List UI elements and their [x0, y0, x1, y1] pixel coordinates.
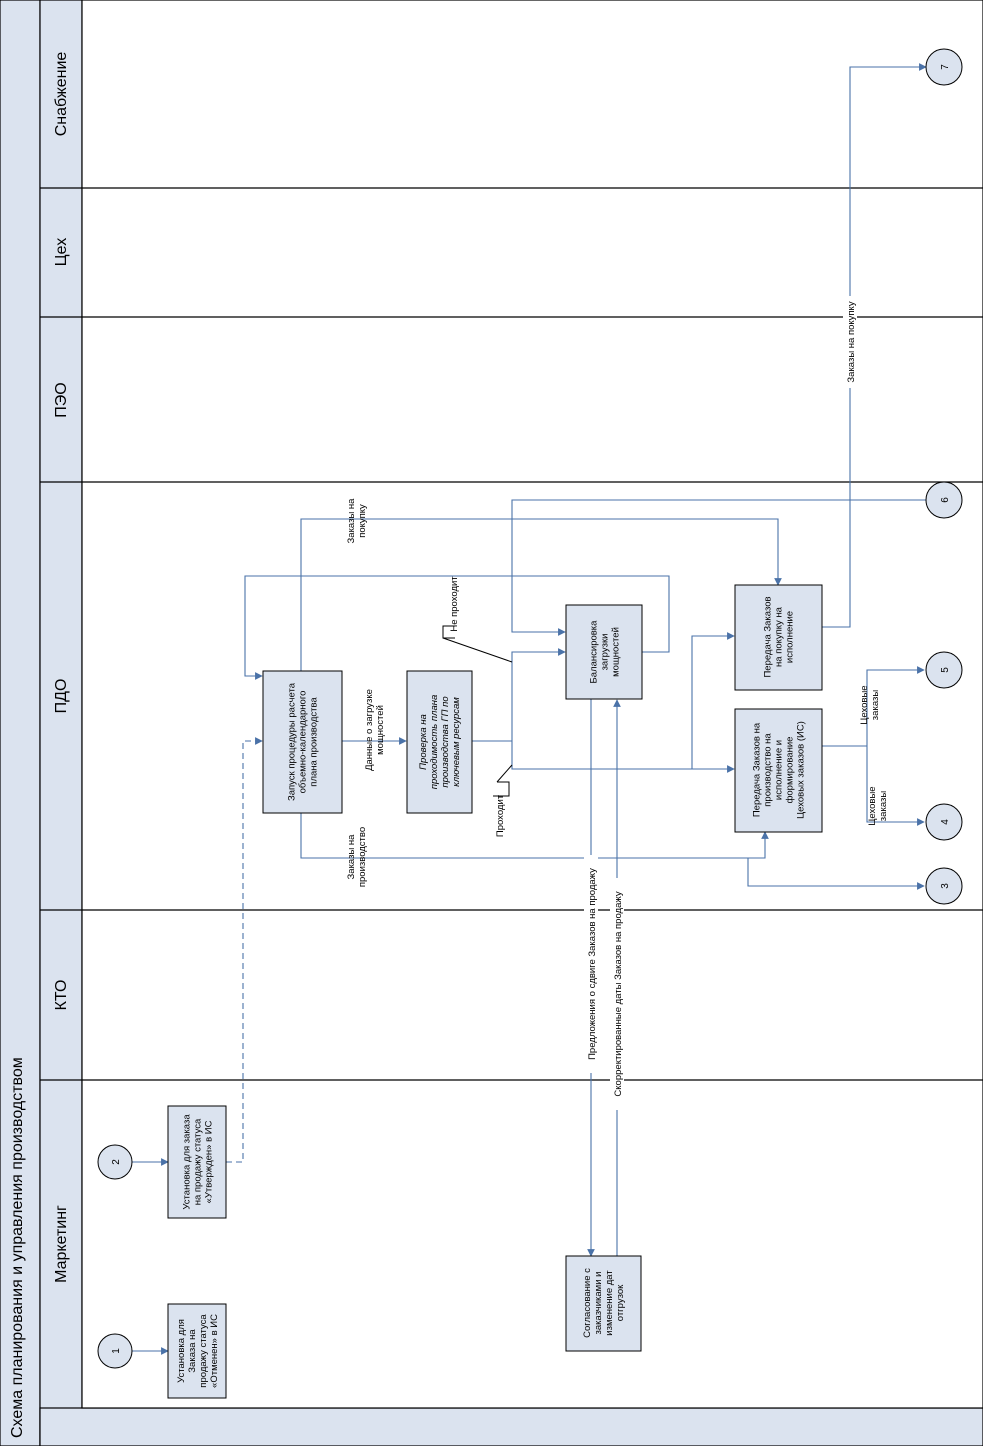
- connector-7: 7: [925, 48, 963, 86]
- decision-line: [496, 764, 513, 783]
- connector-2-label: 2: [111, 1159, 122, 1165]
- box-balance-load-text: Балансировказагрузкимощностей: [589, 620, 622, 684]
- label-purchase-orders-long: Заказы на покупку: [846, 301, 857, 382]
- box-production-transfer-text: Передача Заказов напроизводство наисполн…: [752, 721, 807, 819]
- box-approve-status-text: Установка для заказана продажу статуса«У…: [182, 1114, 215, 1210]
- connector-4-label: 4: [940, 819, 951, 825]
- box-check-plan: [406, 670, 473, 814]
- diagram-canvas: [81, 0, 983, 1409]
- flow-pass: [511, 741, 735, 773]
- connector-2: 2: [97, 1144, 133, 1180]
- lane-label-supply: Снабжение: [53, 52, 70, 137]
- label-production-orders: Заказы напроизводство: [346, 827, 368, 887]
- flow-c6-to-balance: [511, 499, 926, 636]
- box-cancel-status: [167, 1303, 227, 1399]
- box-production-transfer: [734, 708, 823, 833]
- box-launch-plan-text: Запуск процедуры расчетаобъемно-календар…: [287, 682, 320, 801]
- connector-5-label: 5: [940, 667, 951, 673]
- connector-7-label: 7: [940, 64, 951, 70]
- box-launch-plan: [262, 670, 343, 814]
- lane-label-marketing: Маркетинг: [53, 1205, 70, 1283]
- box-check-plan-text: Проверка напроходимость планапроизводств…: [418, 695, 462, 790]
- connector-1: 1: [97, 1333, 133, 1369]
- lane-header-column: [39, 0, 83, 1446]
- connector-1-label: 1: [111, 1348, 122, 1354]
- connector-4: 4: [925, 803, 963, 841]
- box-agree-customers-text: Согласование сзаказчиками иизменение дат…: [582, 1268, 626, 1338]
- flow-not-pass: [511, 648, 566, 741]
- lane-label-pdo: ПДО: [53, 679, 70, 714]
- label-proposals: Предложения о сдвиге Заказов на продажу: [587, 868, 598, 1060]
- connector-3: 3: [925, 867, 963, 905]
- flow-to-c5: [866, 666, 925, 746]
- label-not-pass: Не проходит: [449, 576, 460, 632]
- flow-launch-to-production: [300, 813, 769, 859]
- label-corrected: Скорректированные даты Заказов на продаж…: [613, 891, 624, 1096]
- label-shop-orders-1: Цеховыезаказы: [859, 685, 881, 724]
- flow-launch-to-purchase: [300, 518, 782, 671]
- box-cancel-status-text: Установка дляЗаказа напродажу статуса«От…: [176, 1314, 220, 1388]
- label-pass: Проходит: [495, 794, 506, 837]
- connector-3-label: 3: [940, 883, 951, 889]
- connector-5: 5: [925, 651, 963, 689]
- box-approve-status: [167, 1105, 227, 1219]
- lane-label-shop: Цех: [53, 238, 70, 266]
- connector-6-label: 6: [940, 497, 951, 503]
- flow-to-c4: [866, 746, 925, 826]
- label-purchase-orders-top: Заказы напокупку: [346, 498, 368, 544]
- decision-bracket-bottom: [493, 781, 510, 797]
- decision-bracket-top: [442, 625, 455, 639]
- label-load-data: Данные о загрузкемощностей: [364, 689, 386, 771]
- box-agree-customers: [565, 1255, 642, 1352]
- box-purchase-transfer: [734, 584, 823, 691]
- box-purchase-transfer-text: Передача Заказовна покупку наисполнение: [763, 596, 796, 677]
- connector-6: 6: [925, 481, 963, 519]
- label-shop-orders-2: Цеховыезаказы: [867, 786, 889, 825]
- lane-label-kto: КТО: [53, 980, 70, 1011]
- diagram-title: Схема планирования и управления производ…: [9, 1057, 26, 1438]
- decision-line: [442, 637, 513, 663]
- bottom-bar: [39, 1407, 983, 1446]
- flow-balance-to-launch: [244, 575, 670, 680]
- flow-to-c3: [747, 858, 925, 890]
- flow-pass-to-purchase: [691, 632, 735, 769]
- box-balance-load: [565, 604, 643, 700]
- lane-label-peo: ПЭО: [53, 382, 70, 417]
